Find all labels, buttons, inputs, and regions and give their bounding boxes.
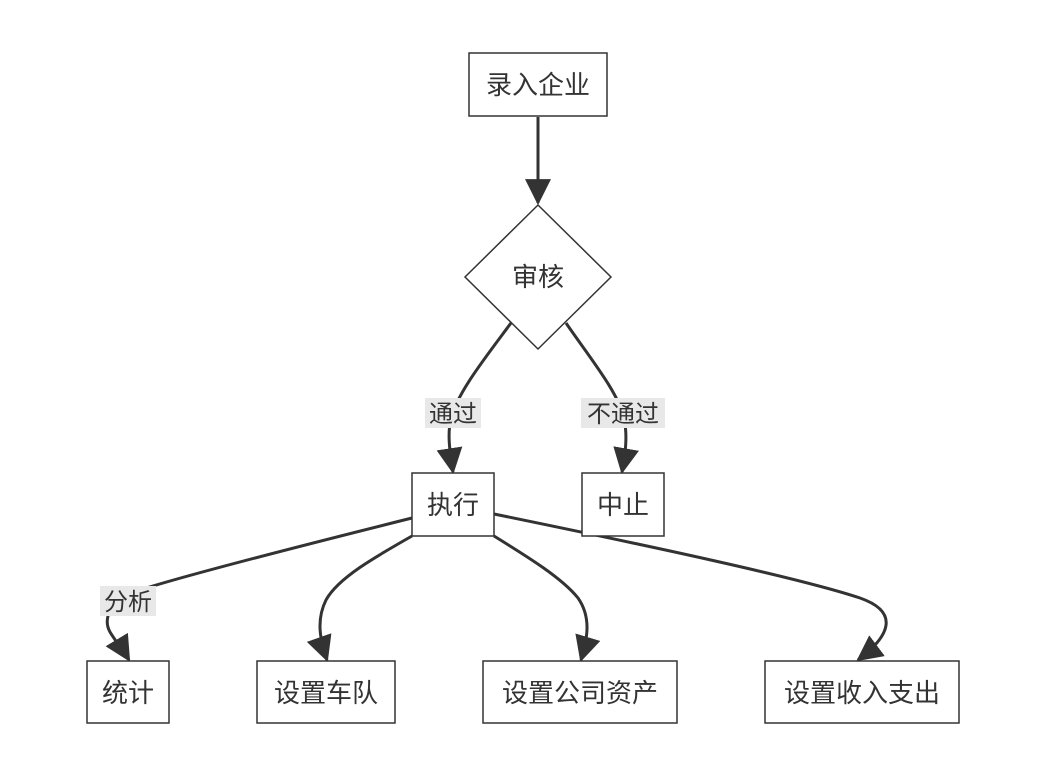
- node-statistics-label: 统计: [102, 679, 154, 709]
- node-set-income-expense-label: 设置收入支出: [784, 679, 940, 709]
- edge-label-pass-text: 通过: [429, 400, 477, 428]
- node-statistics: 统计: [86, 660, 170, 724]
- node-review: 审核: [463, 203, 613, 351]
- edge-review-to-terminate: [564, 322, 639, 475]
- edge-label-pass: 通过: [425, 398, 481, 428]
- edge-review-to-execute: [436, 322, 513, 475]
- node-review-label: 审核: [512, 263, 564, 293]
- edge-labels: 通过 不通过 分析: [100, 398, 665, 616]
- edge-label-fail-text: 不通过: [587, 400, 659, 428]
- node-terminate-label: 中止: [597, 491, 649, 521]
- node-set-fleet-label: 设置车队: [274, 679, 378, 709]
- node-set-company-assets: 设置公司资产: [482, 660, 678, 724]
- node-enter-company-label: 录入企业: [486, 71, 590, 101]
- edge-label-analyze-text: 分析: [104, 588, 152, 616]
- edges: [105, 117, 888, 663]
- node-terminate: 中止: [581, 472, 665, 537]
- edge-execute-to-set-company-assets: [493, 534, 601, 663]
- edge-label-analyze: 分析: [100, 586, 156, 616]
- edge-execute-to-set-fleet: [306, 534, 413, 663]
- node-execute: 执行: [411, 472, 495, 537]
- node-execute-label: 执行: [427, 491, 479, 521]
- edge-execute-to-set-income-expense: [493, 512, 888, 662]
- edge-label-fail: 不通过: [581, 398, 665, 428]
- node-set-company-assets-label: 设置公司资产: [502, 679, 658, 709]
- node-enter-company: 录入企业: [468, 52, 608, 117]
- nodes: 录入企业 审核 执行 中止 统计 设置车队 设置公司资产 设置收: [86, 52, 960, 724]
- node-set-income-expense: 设置收入支出: [764, 660, 960, 724]
- node-set-fleet: 设置车队: [256, 660, 396, 724]
